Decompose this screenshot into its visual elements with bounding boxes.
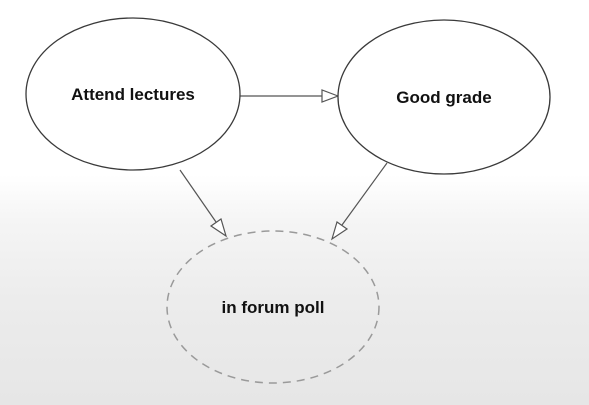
edge-grade-to-poll	[341, 162, 388, 226]
node-good-grade-ellipse	[337, 19, 551, 175]
arrowhead-attend-to-poll	[209, 218, 228, 238]
node-in-forum-poll: in forum poll	[166, 230, 380, 384]
node-attend-lectures: Attend lectures	[25, 17, 241, 171]
edges	[179, 89, 388, 241]
arrowhead-attend-to-grade	[321, 89, 340, 103]
node-in-forum-poll-label: in forum poll	[222, 298, 325, 317]
node-good-grade: Good grade	[337, 19, 551, 175]
node-good-grade-label: Good grade	[396, 88, 491, 107]
node-attend-lectures-label: Attend lectures	[71, 85, 195, 104]
arrowhead-grade-to-poll	[330, 221, 349, 241]
node-attend-lectures-ellipse	[25, 17, 241, 171]
edge-attend-to-poll	[179, 169, 217, 223]
node-in-forum-poll-ellipse	[166, 230, 380, 384]
